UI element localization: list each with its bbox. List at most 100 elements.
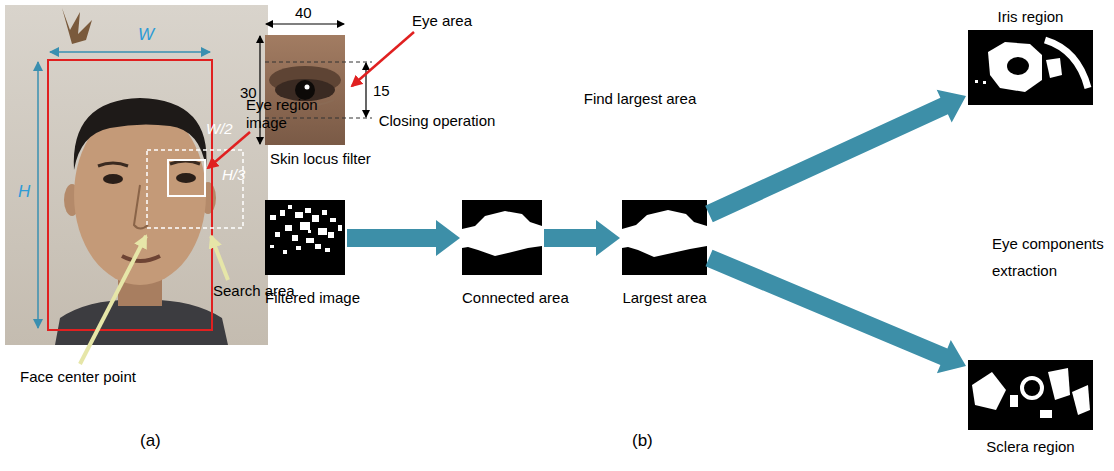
face-photo [122,256,160,261]
connected-image [462,200,542,275]
filtered-image [283,250,287,254]
step-label: Find largest area [584,90,697,108]
figure-label: Face center point [20,368,136,386]
filtered-image [330,218,336,222]
figure-label: W/2 [206,120,233,138]
sclera-image [968,360,1093,430]
panel-caption: Iris region [968,8,1093,26]
step-label: Closing operation [379,112,496,130]
face-photo [168,160,205,196]
iris-image [975,80,978,83]
panel-caption: Connected area [462,289,542,307]
image-panel: Iris region [968,8,1093,105]
figure-label: H [18,183,30,201]
sclera-image [1072,385,1090,415]
figure-label: Eye components extraction [992,230,1104,284]
image-panel: Largest area [622,200,707,307]
figure-label: Search area [213,282,295,300]
flow-arrow [544,220,620,256]
dimension-lines [352,32,414,86]
filtered-image [265,200,345,275]
flow-arrow [706,250,967,374]
leader-arrows [80,132,250,364]
iris-image [988,42,1042,92]
filtered-image [305,208,311,213]
sclera-image [972,372,1006,410]
face-photo [55,300,228,345]
image-panel: Connected area [462,200,542,307]
face-photo [170,161,200,164]
largest-image [622,200,707,275]
filtered-image [300,222,310,230]
filtered-image [308,230,311,233]
filtered-image [285,225,292,231]
dimension-lines [265,62,372,63]
filtered-image [280,210,285,216]
filtered-image [306,238,314,243]
sclera-image [1022,378,1042,398]
eye-photo [305,85,310,90]
filtered-image [318,228,327,235]
filtered-image [315,244,321,249]
iris-image [968,30,1093,105]
dimension-lines [266,23,344,24]
iris-image [983,81,986,84]
face-photo [98,163,128,166]
dimension-lines [365,63,366,117]
face-photo [176,173,196,183]
filtered-image [296,246,301,250]
filtered-image [322,210,327,215]
leader-arrows [80,236,146,364]
filtered-image [292,235,298,241]
filtered-image [328,232,334,238]
connected-image [462,200,542,275]
figure-label: 15 [373,82,390,100]
filtered-image [275,232,280,237]
filtered-image [325,248,330,252]
figure-label: 40 [295,4,312,22]
filtered-image [270,215,276,220]
filtered-image [270,205,342,254]
iris-image [1046,58,1062,78]
filtered-image [312,215,319,222]
filtered-image [288,205,292,209]
face-photo [134,185,148,229]
leader-arrows [208,132,250,168]
iris-image [968,30,1093,105]
figure-label: 30 [240,84,257,102]
face-photo [50,51,210,53]
flow-arrow [705,90,966,223]
panel-caption: Largest area [622,289,707,307]
largest-image [622,200,707,275]
filtered-image [270,245,274,248]
face-photo [62,8,92,44]
figure-label: H/3 [222,166,245,184]
face-photo [37,62,39,328]
sclera-image [1010,395,1018,407]
filtered-image [265,200,345,275]
figure-label: Skin locus filter [270,150,371,168]
sclera-image [1040,410,1052,418]
figure-label: Eye area [412,12,472,30]
filtered-image [295,212,303,218]
figure-label: (b) [632,432,653,450]
figure-label: (a) [140,432,161,450]
sclera-image [1048,368,1070,400]
face-photo [147,150,243,228]
connected-image [462,211,542,256]
panel-caption: Sclera region [968,438,1093,456]
iris-image [1007,57,1029,75]
sclera-image [968,360,1093,430]
filtered-image [338,225,342,231]
leader-arrows [211,236,228,280]
figure-label: Eye region image [246,96,330,132]
largest-image [622,210,707,257]
iris-image [1045,40,1088,88]
flow-arrow [347,220,460,256]
face-photo [103,174,123,184]
figure-label: W [138,26,154,44]
face-photo [48,60,212,330]
image-panel: Sclera region [968,360,1093,456]
